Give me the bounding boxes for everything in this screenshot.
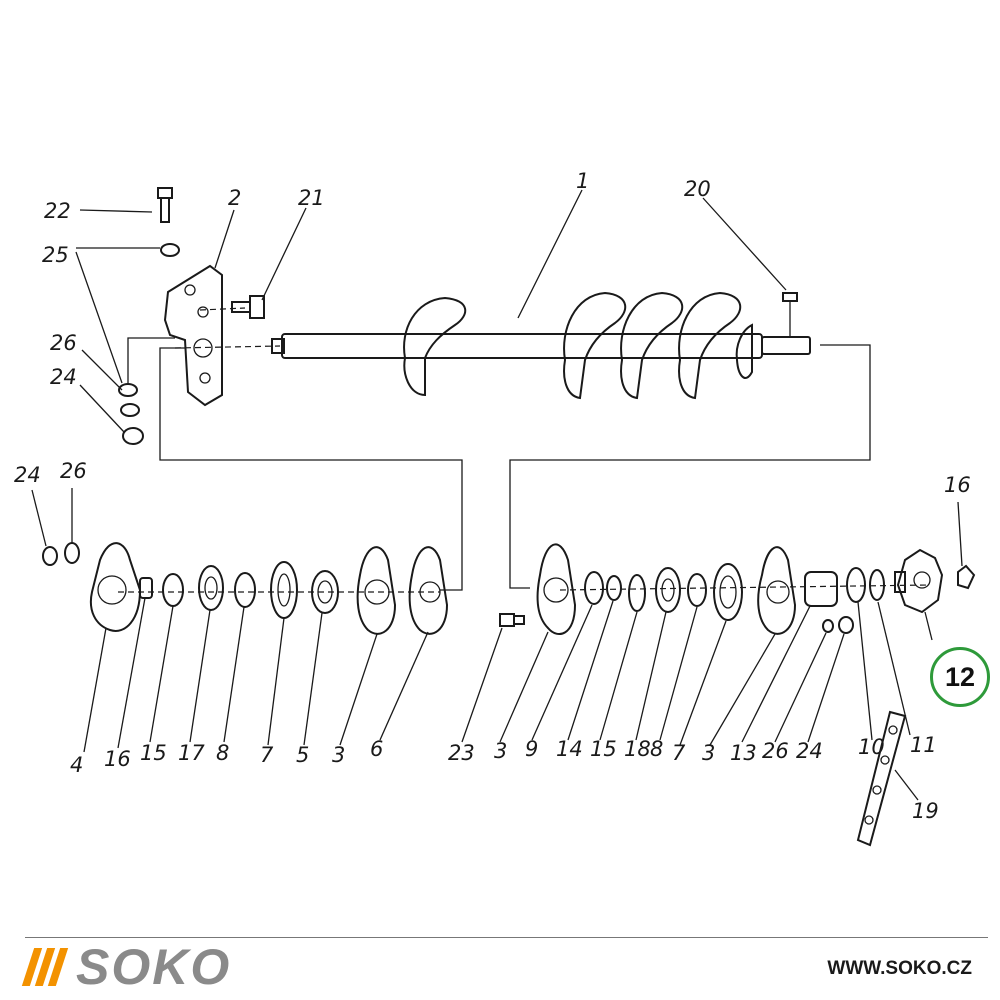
- label-part-2: 2: [228, 186, 241, 210]
- label-part-25: 25: [42, 243, 69, 267]
- logo-brand-text: SOKO: [76, 939, 232, 995]
- left-bearing-assembly: [42, 542, 449, 635]
- logo-bars-icon: [21, 948, 69, 986]
- label-part-14: 14: [556, 737, 583, 761]
- label-part-18: 18: [624, 737, 651, 761]
- assembly-guide-lines: [118, 307, 931, 593]
- label-part-15-left: 15: [140, 741, 167, 765]
- label-part-9: 9: [525, 737, 538, 761]
- label-part-26-top: 26: [50, 331, 77, 355]
- label-part-22: 22: [44, 199, 71, 223]
- label-part-3-right: 3: [702, 741, 715, 765]
- label-part-4: 4: [70, 753, 83, 777]
- label-part-26-right: 26: [762, 739, 789, 763]
- nut-stack-left: [118, 383, 144, 445]
- label-part-15-right: 15: [590, 737, 617, 761]
- leader-lines: [31, 189, 963, 801]
- page-number-badge: 12: [930, 647, 990, 707]
- label-part-19: 19: [912, 799, 939, 823]
- label-part-24-top: 24: [50, 365, 77, 389]
- label-part-7-left: 7: [260, 743, 274, 767]
- label-part-26-left: 26: [60, 459, 87, 483]
- washer-25-top: [160, 243, 180, 257]
- label-part-23: 23: [448, 741, 475, 765]
- bracket: [163, 264, 223, 407]
- footer-divider: [25, 937, 988, 938]
- part-labels: 1 2 20 21 22 25 26 24 24 26 16 4 16 15 1…: [14, 169, 971, 823]
- label-part-11: 11: [910, 733, 937, 757]
- label-part-7-right: 7: [672, 741, 686, 765]
- chain-19: [856, 710, 907, 847]
- label-part-20: 20: [684, 177, 711, 201]
- label-part-24-left: 24: [14, 463, 41, 487]
- label-part-3-mid: 3: [494, 739, 507, 763]
- label-part-13: 13: [730, 741, 757, 765]
- bolt-21: [231, 295, 265, 319]
- label-part-8-right: 8: [650, 737, 663, 761]
- key-part-20: [782, 292, 798, 302]
- label-part-17: 17: [178, 741, 205, 765]
- website-link[interactable]: WWW.SOKO.CZ: [827, 958, 972, 979]
- label-part-21: 21: [298, 186, 325, 210]
- label-part-16: 16: [104, 747, 131, 771]
- label-part-8-left: 8: [216, 741, 229, 765]
- soko-logo: SOKO: [21, 939, 232, 995]
- label-part-16-right: 16: [944, 473, 971, 497]
- label-part-24-right: 24: [796, 739, 823, 763]
- label-part-3-left: 3: [332, 743, 345, 767]
- label-part-10: 10: [858, 735, 885, 759]
- label-part-5: 5: [296, 743, 309, 767]
- bolt-22: [157, 187, 173, 223]
- right-bearing-assembly: [499, 543, 976, 847]
- label-part-6: 6: [370, 737, 383, 761]
- auger-shaft: [271, 291, 811, 400]
- label-part-1: 1: [576, 169, 589, 193]
